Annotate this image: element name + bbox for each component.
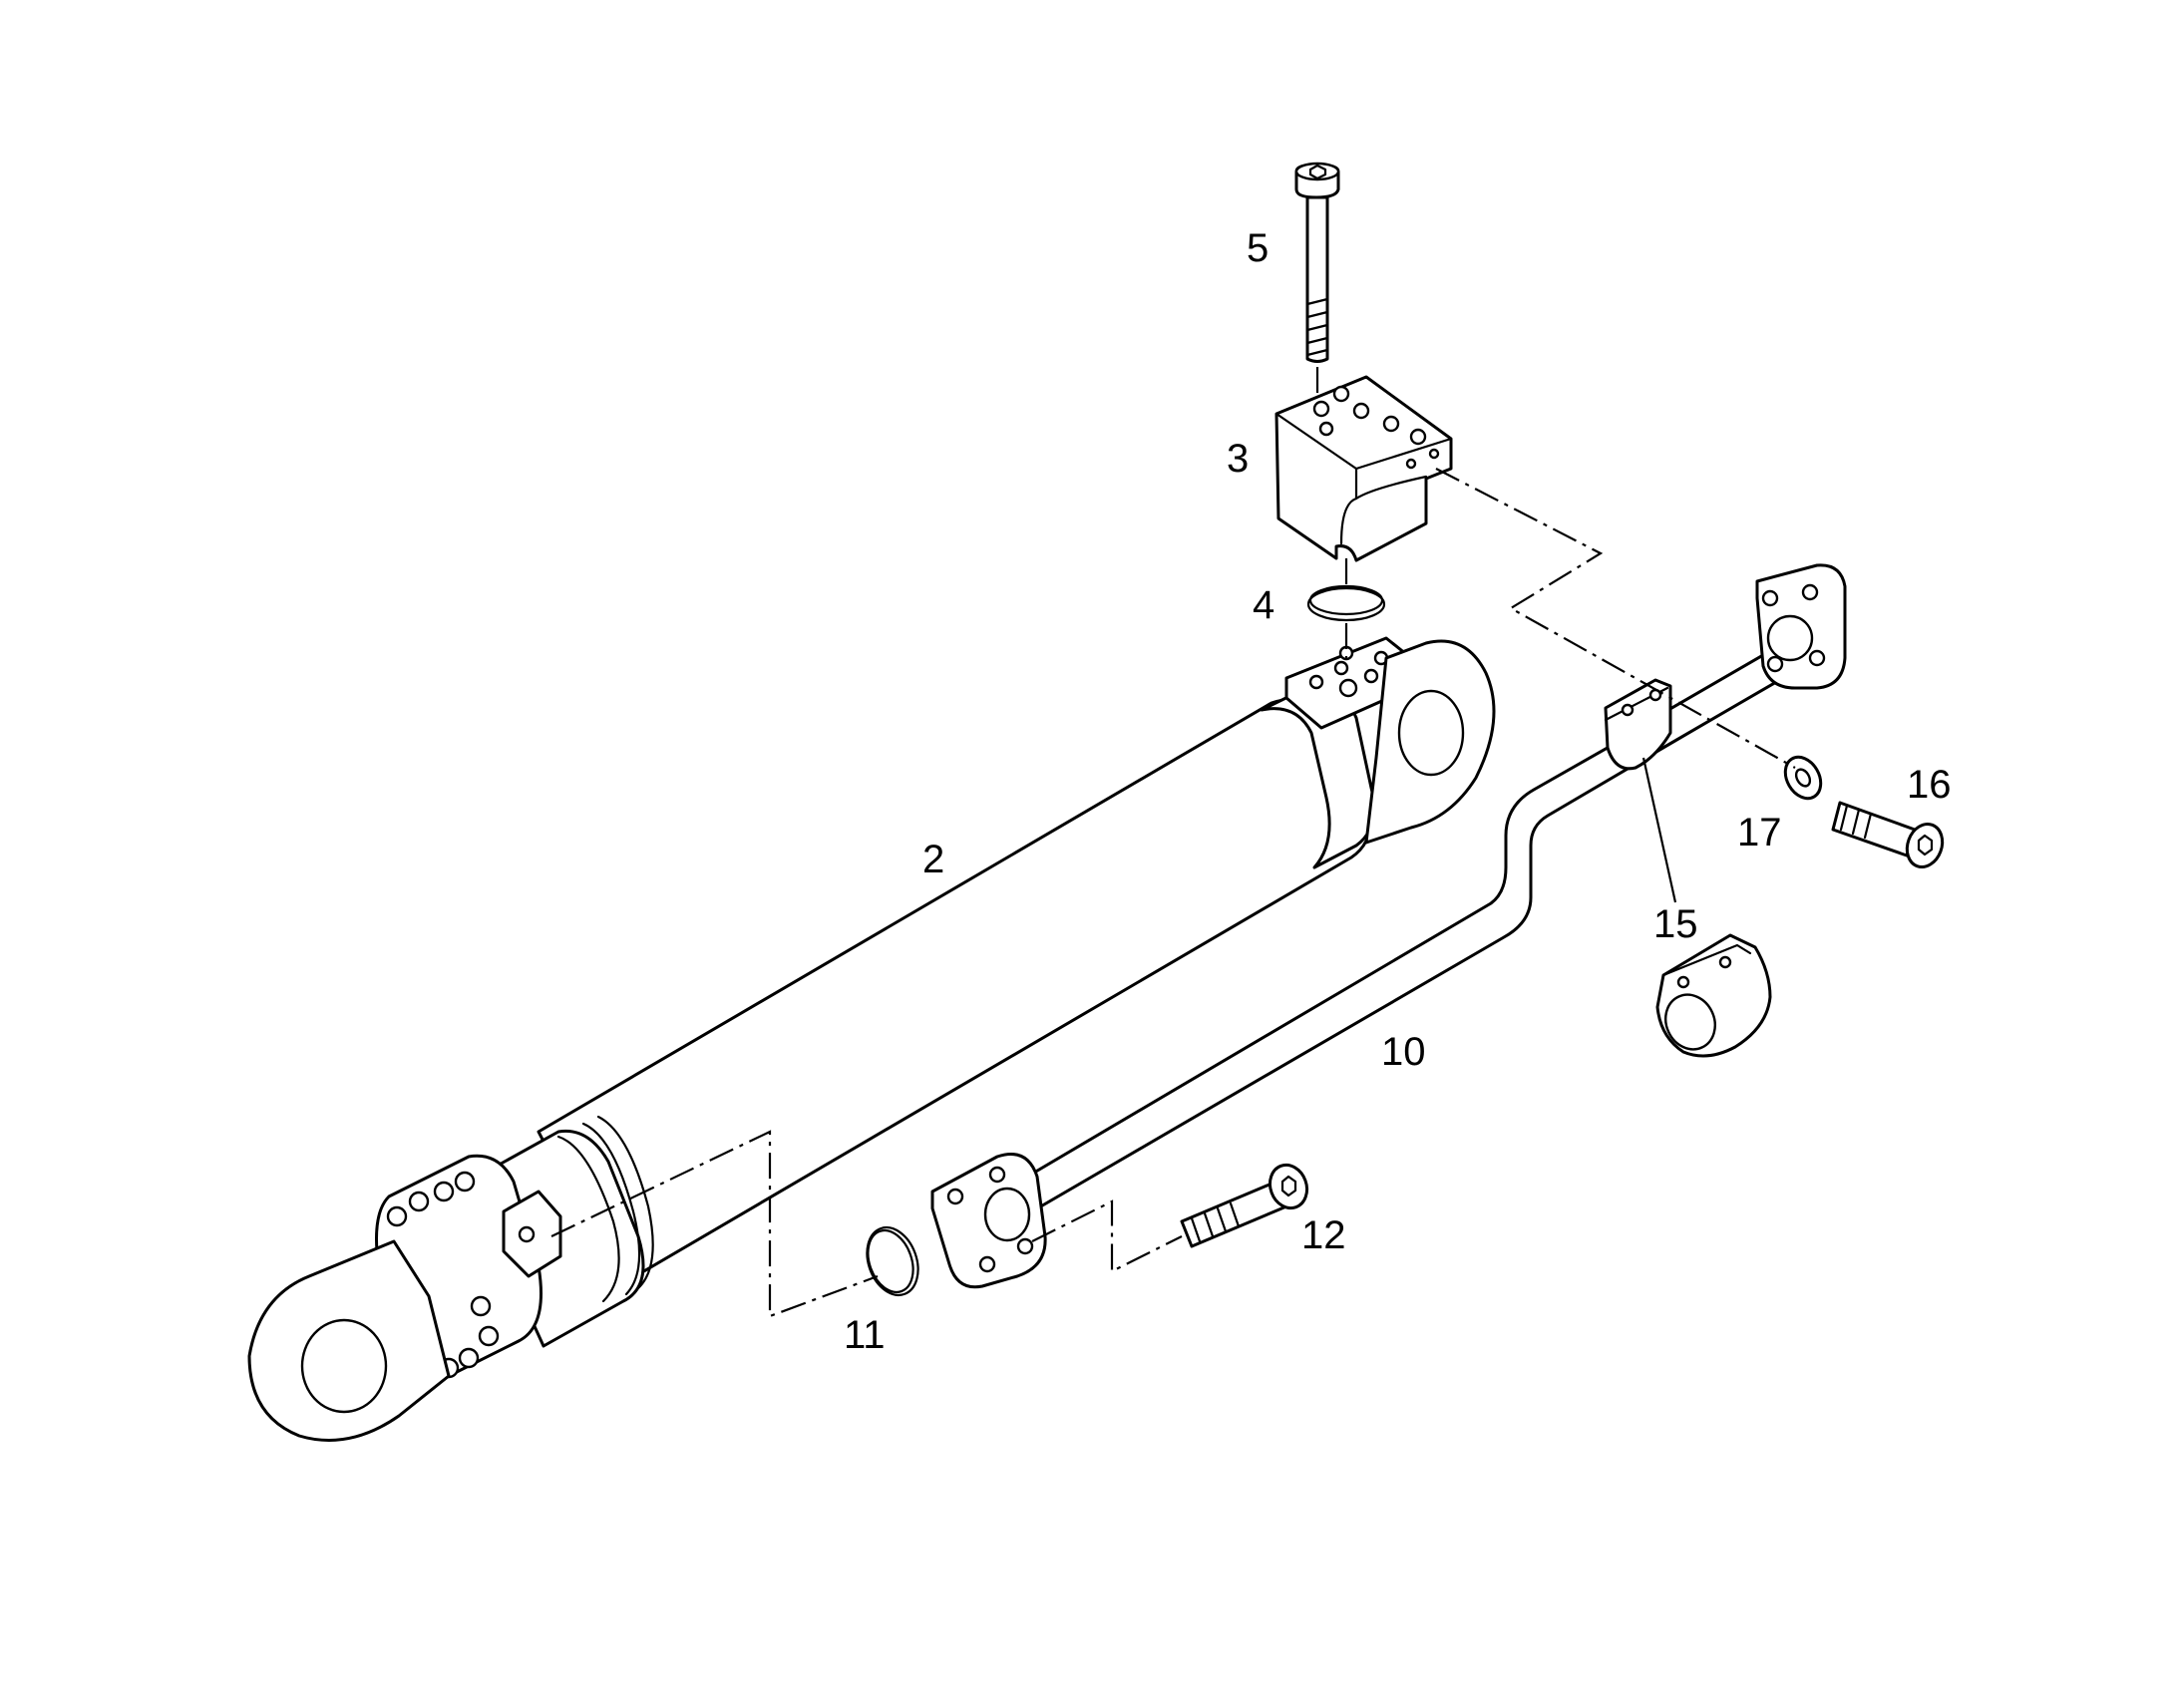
- callout-2: 2: [922, 838, 944, 881]
- socket-head-screw-part-5[interactable]: [1294, 162, 1340, 363]
- callout-leaders: [1641, 757, 1677, 903]
- pipe-clamp-installed-part-15[interactable]: [1604, 678, 1672, 771]
- pipe-clamp-loose-part-15[interactable]: [1655, 933, 1772, 1058]
- pipe-part-10[interactable]: [930, 563, 1847, 1289]
- callout-15: 15: [1653, 902, 1698, 946]
- callout-16: 16: [1907, 763, 1952, 807]
- socket-head-screw-part-16[interactable]: [1831, 801, 1948, 871]
- o-ring-part-11[interactable]: [858, 1220, 926, 1302]
- callout-12: 12: [1301, 1213, 1346, 1257]
- callout-10: 10: [1381, 1030, 1426, 1074]
- o-ring-part-4[interactable]: [1306, 584, 1386, 622]
- socket-head-screw-part-12[interactable]: [1180, 1160, 1312, 1248]
- callout-17: 17: [1737, 811, 1782, 854]
- hydraulic-cylinder-part-2[interactable]: [247, 636, 1496, 1442]
- callout-5: 5: [1247, 226, 1269, 270]
- callout-4: 4: [1253, 583, 1274, 627]
- washer-part-17[interactable]: [1778, 751, 1828, 805]
- callout-3: 3: [1227, 437, 1249, 481]
- callout-numbers: 5 3 4 2 16 17 15 10 12 11: [844, 226, 1952, 1357]
- assembly-centerlines: [550, 367, 1796, 1318]
- valve-block-part-3[interactable]: [1274, 375, 1453, 562]
- callout-11: 11: [844, 1313, 886, 1357]
